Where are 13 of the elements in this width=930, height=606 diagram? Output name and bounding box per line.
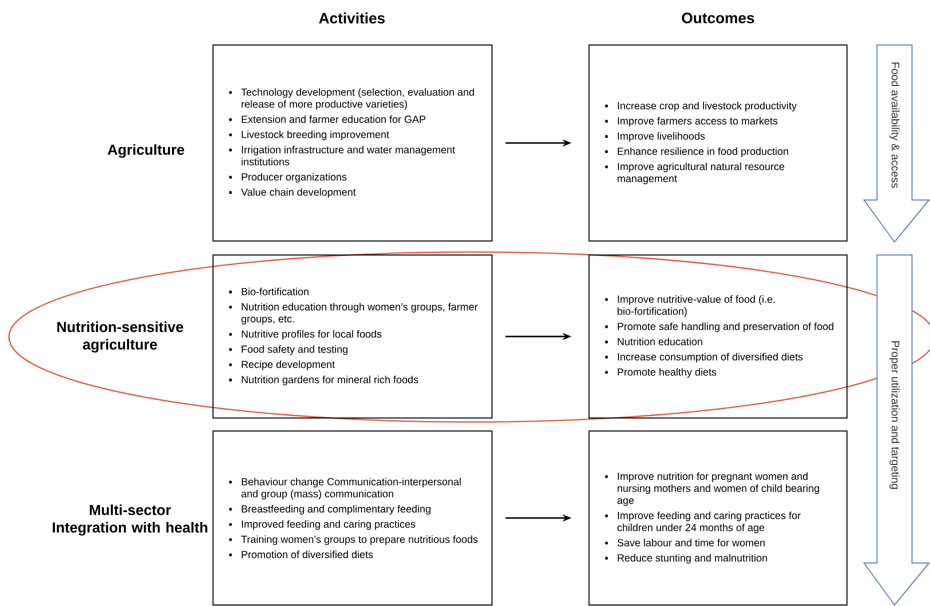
- outcome-box: Increase crop and livestock productivity Improve farmers access to markets Improve livelihoods Enhance resilience in food production Improve agricultural natural resource management: [588, 44, 848, 242]
- direction-band: Food availability & access: [863, 44, 930, 243]
- activity-box: Bio-fortification Nutrition education through women’s groups, farmer groups, etc. Nutritive profiles for local foods Food safety and testing Recipe development Nutrition gardens for mineral rich foods: [212, 254, 492, 418]
- activity-box: Behaviour change Communication-interpersonal and group (mass) communication Breastfeeding and complimentary feeding Improved feeding and caring practices Training women’s groups to prepare nutritious foods Promotion of diversified diets: [212, 430, 492, 606]
- direction-band: Proper utilization and targeting: [863, 254, 930, 606]
- column-header: Outcomes: [682, 12, 754, 24]
- row-heading: Agriculture: [108, 144, 184, 158]
- node-label: Proper utilization and targeting: [889, 341, 900, 489]
- row-heading: Nutrition-sensitive agriculture: [57, 321, 184, 353]
- column-header: Activities: [319, 12, 385, 24]
- activity-box: Technology development (selection, evaluation and release of more productive varieties) Extension and farmer education for GAP Livestock breeding improvement Irrigation infrastructure and water management institutions Producer organizations Value chain development: [212, 44, 492, 242]
- outcome-box: Improve nutrition for pregnant women and nursing mothers and women of child bearing age Improve feeding and caring practices for children under 24 months of age Save labour and time for women Reduce stunting and malnutrition: [588, 430, 848, 606]
- outcome-box: Improve nutritive-value of food (i.e. bio-fortification) Promote safe handling and preservation of food Nutrition education Increase consumption of diversified diets Promote healthy diets: [588, 254, 848, 418]
